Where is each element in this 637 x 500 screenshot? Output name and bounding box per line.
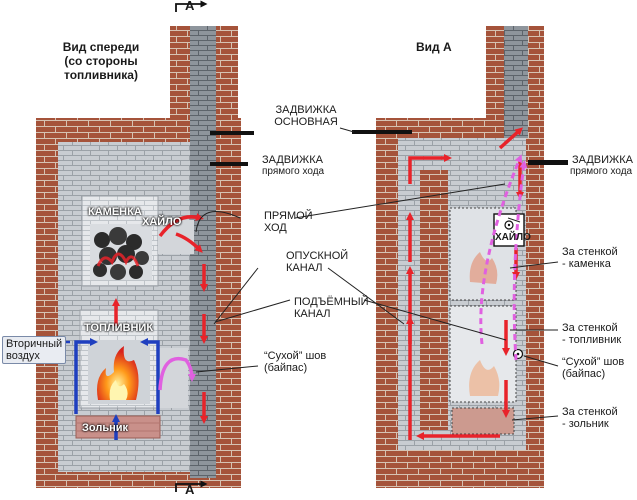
hailo-label-front: ХАЙЛО [142,216,182,228]
section-mark-bottom: А [185,482,195,497]
leader-lines [195,127,559,421]
side-view [352,26,568,488]
section-mark-top: А [185,0,195,13]
side-bypass-arrows [479,154,528,361]
front-bypass-arrow [158,356,196,391]
front-flow-arrows [112,213,208,424]
main-damper-callout: ЗАДВИЖКА ОСНОВНАЯ [274,104,338,128]
direct-damper-callout-title: ЗАДВИЖКА [262,154,323,166]
side-view-title: Вид А [416,40,452,54]
ash-pit-label: Зольник [82,422,128,434]
kamenka-label: КАМЕНКА [88,206,142,218]
section-mark-top-arrow [175,0,208,12]
side-main-damper [352,130,412,134]
side-divider-wall [420,170,448,430]
side-direct-damper [528,160,568,165]
front-main-damper [210,131,254,135]
fire-icon [97,346,139,400]
down-channel-callout: ОПУСКНОЙ КАНАЛ [286,250,349,274]
behind-kamenka-label: За стенкой - каменка [562,246,618,270]
side-direct-damper-title: ЗАДВИЖКА [572,154,633,166]
behind-ashpit-label: За стенкой - зольник [562,406,618,430]
side-flow-arrows [406,127,524,440]
kamenka-stones [93,227,149,280]
firebox-label: ТОПЛИВНИК [84,322,154,334]
front-view [26,0,241,492]
dry-seam-callout-front: “Сухой” шов (байпас) [264,350,327,374]
front-view-title: Вид спереди (со стороны топливника) [62,40,140,82]
up-channel-callout: ПОДЪЁМНЫЙ КАНАЛ [294,296,369,320]
front-direct-damper [210,162,248,166]
front-hailo-opening [158,220,194,254]
behind-firebox-label: За стенкой - топливник [562,322,622,346]
side-flue-channel [504,26,528,138]
side-direct-damper-sub: прямого хода [570,166,633,177]
direct-flue-callout: ПРЯМОЙ ХОД [264,210,313,234]
side-hailo-label: ХАЙЛО [495,232,531,243]
dry-seam-label-side: “Сухой” шов (байпас) [562,356,625,380]
direct-damper-callout-sub: прямого хода [262,166,325,177]
section-mark-bottom-arrow [175,480,208,492]
secondary-air-label: Вторичный воздух [2,336,67,364]
